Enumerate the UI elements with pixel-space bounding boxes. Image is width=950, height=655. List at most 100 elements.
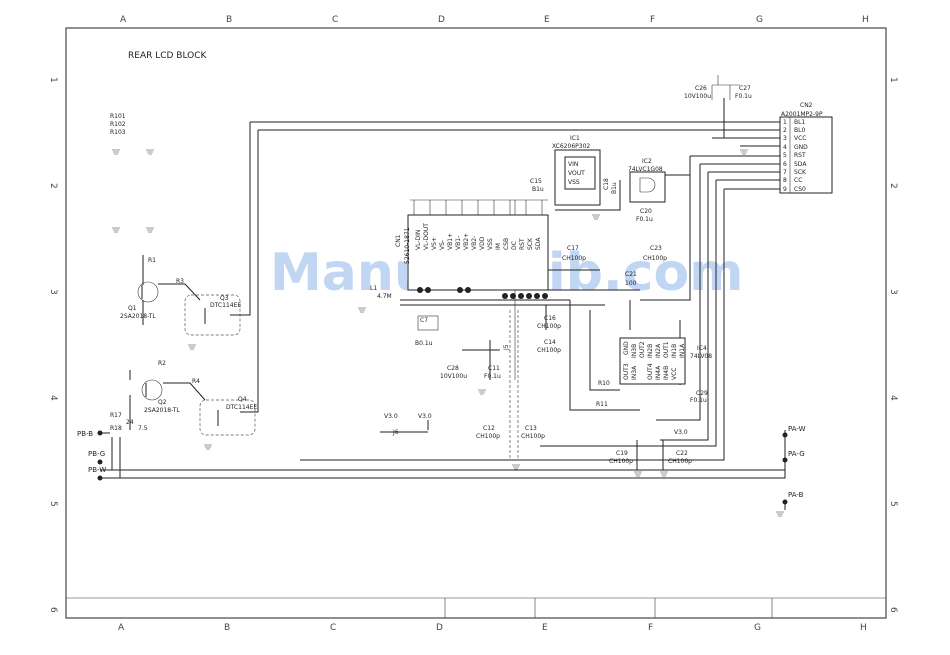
cn2-ref: CN2	[800, 102, 813, 109]
row-label: 2	[48, 183, 58, 189]
svg-text:PA-W: PA-W	[788, 425, 806, 433]
resistor-labels: R1 R3 R2 R4 R10 R11 R101 R102 R103 R17 R…	[110, 113, 610, 432]
capacitor-c20: C20 F0.1u	[636, 208, 653, 223]
svg-text:RST: RST	[794, 152, 806, 159]
svg-text:OUT1: OUT1	[663, 341, 670, 358]
svg-text:6: 6	[783, 161, 787, 168]
cn2-pin: 1 BL1	[783, 119, 805, 126]
svg-text:10V100u: 10V100u	[440, 373, 467, 380]
col-label: A	[118, 623, 125, 633]
row-label: 4	[48, 395, 58, 401]
ic4-ref: IC4	[697, 345, 707, 352]
col-label: D	[436, 623, 443, 633]
capacitor-c15: C15 B1u	[530, 178, 544, 193]
capacitor-c23: C23 CH100p	[643, 245, 667, 262]
svg-text:IN4B: IN4B	[663, 366, 670, 380]
svg-text:Q1: Q1	[128, 305, 137, 312]
svg-text:DTC114EE: DTC114EE	[210, 302, 241, 309]
svg-text:7: 7	[783, 169, 787, 176]
capacitor-c22: C22 CH100p	[668, 450, 692, 465]
svg-text:C18: C18	[603, 178, 610, 190]
row-label: 4	[888, 395, 898, 401]
col-label: H	[860, 623, 867, 633]
capacitor-c21: C21 100	[625, 271, 637, 287]
svg-text:IN2B: IN2B	[647, 344, 654, 358]
svg-text:VS-: VS-	[439, 240, 446, 250]
capacitor-c12: C12 CH100p	[476, 425, 500, 440]
svg-text:CC: CC	[794, 177, 802, 184]
row-label: 3	[888, 289, 898, 295]
svg-text:C28: C28	[447, 365, 459, 372]
port-pa-b: PA-B	[782, 491, 804, 505]
svg-text:IN3B: IN3B	[631, 344, 638, 358]
port-pb-b: PB-B	[77, 430, 103, 438]
svg-text:PB-W: PB-W	[88, 466, 106, 474]
svg-text:1: 1	[783, 119, 787, 126]
svg-text:IN4A: IN4A	[655, 365, 662, 380]
jumper-j6: J6	[392, 429, 399, 436]
svg-text:R17: R17	[110, 412, 122, 419]
svg-text:VIN: VIN	[568, 161, 578, 168]
svg-text:C12: C12	[483, 425, 495, 432]
svg-text:R4: R4	[192, 378, 200, 385]
col-label: H	[862, 15, 869, 25]
svg-text:IN1B: IN1B	[671, 344, 678, 358]
svg-text:R11: R11	[596, 401, 608, 408]
svg-text:R102: R102	[110, 121, 126, 128]
svg-text:9: 9	[783, 186, 787, 193]
svg-text:C16: C16	[544, 315, 556, 322]
svg-text:OUT3: OUT3	[623, 363, 630, 380]
svg-text:F0.1u: F0.1u	[636, 216, 653, 223]
svg-text:SCK: SCK	[527, 237, 534, 250]
svg-text:Q2: Q2	[158, 399, 167, 406]
svg-text:R101: R101	[110, 113, 126, 120]
svg-text:VB2-: VB2-	[471, 236, 478, 250]
capacitor-c14: C14 CH100p	[537, 339, 561, 354]
capacitor-c13: C13 CH100p	[521, 425, 545, 440]
svg-text:DC: DC	[511, 241, 518, 250]
svg-text:Q3: Q3	[220, 295, 229, 302]
row-label: 1	[888, 77, 898, 83]
svg-text:CH100p: CH100p	[476, 433, 500, 440]
svg-text:L1: L1	[370, 285, 377, 292]
ic2-ref: IC2	[642, 158, 652, 165]
svg-text:C21: C21	[625, 271, 637, 278]
svg-text:IN1A: IN1A	[679, 343, 686, 358]
row-label: 3	[48, 289, 58, 295]
svg-text:OUT2: OUT2	[639, 341, 646, 358]
grid-column-labels-top: A B C D E F G H	[120, 15, 869, 25]
svg-text:R103: R103	[110, 129, 126, 136]
transistor-q3: Q3 DTC114EE	[204, 295, 241, 324]
transistor-q2: Q2 2SA2018-TL	[141, 379, 180, 414]
svg-text:CSB: CSB	[503, 238, 510, 250]
svg-text:C19: C19	[616, 450, 628, 457]
svg-text:CH100p: CH100p	[521, 433, 545, 440]
cn2-pin: 8 CC	[783, 177, 802, 184]
svg-text:VCC: VCC	[671, 368, 678, 380]
capacitor-c11: C11 F0.1u	[484, 365, 501, 380]
cn2-body	[779, 116, 833, 194]
ic2-part: 74LVC1G08	[628, 166, 663, 173]
svg-text:VB1+: VB1+	[447, 233, 454, 250]
svg-text:CH100p: CH100p	[643, 255, 667, 262]
transistor-q4: Q4 DTC114EE	[217, 396, 257, 426]
capacitor-c18: C18 B1u	[603, 178, 618, 194]
svg-text:V3.0: V3.0	[674, 429, 688, 436]
svg-text:SCK: SCK	[794, 169, 807, 176]
cn2-pin: 4 GND	[783, 144, 808, 151]
svg-text:IM: IM	[495, 243, 502, 250]
svg-text:2: 2	[783, 127, 787, 134]
sheet-title: REAR LCD BLOCK	[128, 51, 208, 61]
svg-text:SDA: SDA	[794, 161, 807, 168]
row-label: 5	[888, 501, 898, 507]
row-label: 6	[888, 607, 898, 613]
svg-text:C7: C7	[420, 317, 428, 324]
ic4-pin-labels: GND IN3B OUT2 IN2B IN2A OUT1 IN1B IN1A O…	[623, 341, 686, 380]
svg-text:R10: R10	[598, 380, 610, 387]
cn1-part: 52610-1871	[404, 227, 411, 264]
svg-text:2SA2018-TL: 2SA2018-TL	[120, 313, 156, 320]
col-label: C	[330, 623, 336, 633]
capacitor-c7: C7 B0.1u	[415, 315, 439, 347]
svg-text:24: 24	[126, 419, 134, 426]
